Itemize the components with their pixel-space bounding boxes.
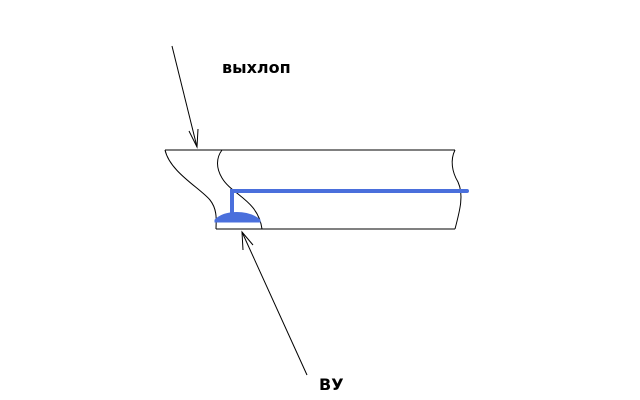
body-outline — [164, 149, 462, 230]
intake-arrow-line — [241, 231, 308, 376]
intake-pointer — [241, 230, 308, 376]
exhaust-arrow-line — [171, 45, 198, 148]
intake-label: ВУ — [319, 375, 344, 394]
valve-head — [214, 212, 261, 223]
exhaust-arrowhead — [188, 128, 199, 149]
body-break-line — [451, 149, 462, 230]
valve-stem — [230, 189, 469, 217]
valve — [214, 189, 469, 223]
exhaust-pointer — [171, 45, 199, 149]
intake-arrowhead — [241, 230, 254, 251]
exhaust-label: выхлоп — [222, 58, 291, 77]
port-inner-curve — [217, 149, 263, 230]
port-outer-curve — [164, 149, 217, 230]
